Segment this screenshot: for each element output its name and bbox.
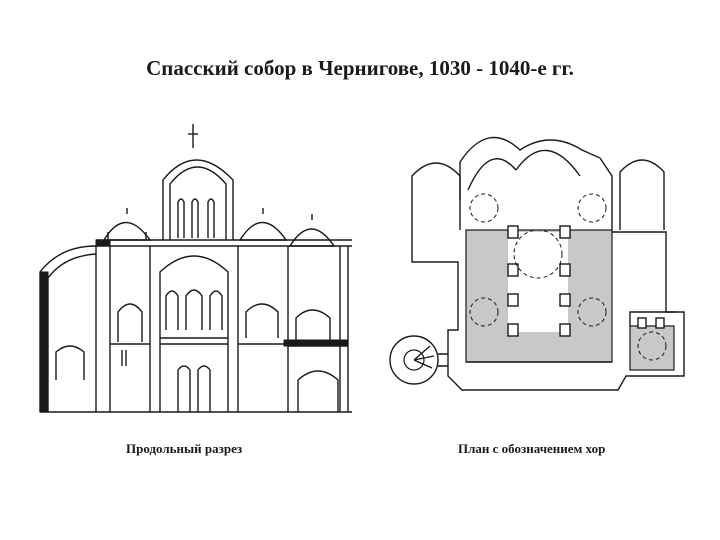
section-thick-walls xyxy=(39,239,349,413)
page-title: Спасский собор в Чернигове, 1030 - 1040-… xyxy=(146,56,574,80)
section-lines xyxy=(39,124,352,413)
section-caption: Продольный разрез xyxy=(126,441,243,456)
choir-area xyxy=(465,229,675,371)
plan-walls xyxy=(389,136,685,391)
plan-caption: План с обозначением хор xyxy=(458,441,606,456)
